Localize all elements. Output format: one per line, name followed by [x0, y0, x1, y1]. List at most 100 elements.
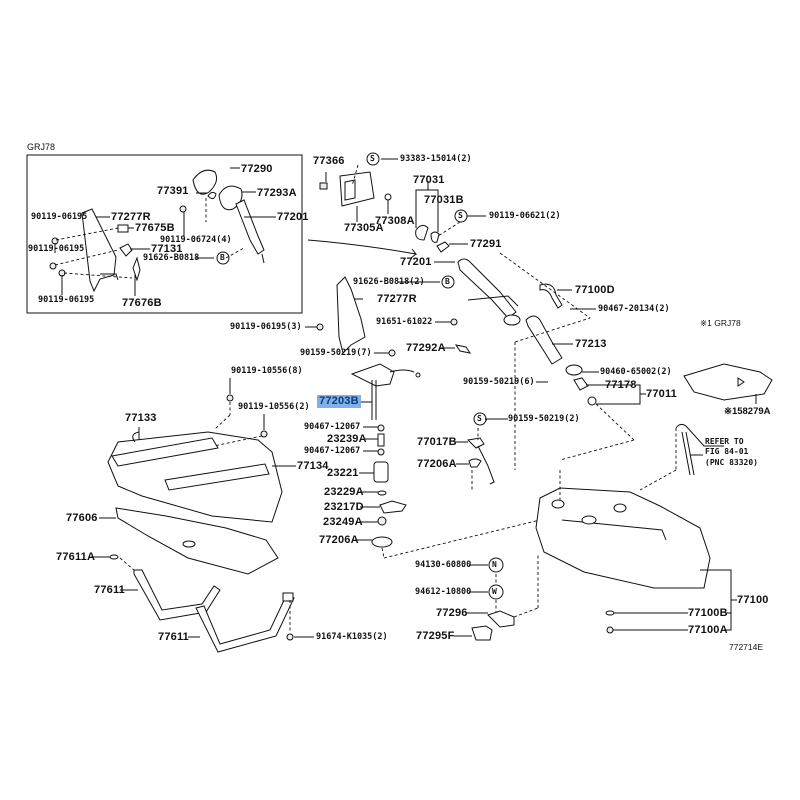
part-label-91651-61022[interactable]: 91651-61022	[376, 317, 433, 327]
part-label-77134[interactable]: 77134	[297, 460, 329, 472]
part-label-91674-K1035[interactable]: 91674-K1035(2)	[316, 632, 388, 642]
part-label-77206A-a[interactable]: 77206A	[417, 458, 457, 470]
part-label-77031B[interactable]: 77031B	[424, 194, 464, 206]
part-label-77201[interactable]: 77201	[400, 256, 432, 268]
part-label-77295F[interactable]: 77295F	[416, 630, 455, 642]
callout-circles	[216, 152, 504, 600]
part-label-77611A[interactable]: 77611A	[56, 551, 96, 563]
inset-to-main-arrow	[307, 239, 418, 259]
part-label-77178[interactable]: 77178	[605, 379, 637, 391]
part-label-77366[interactable]: 77366	[313, 155, 345, 167]
strap-77611-b	[195, 592, 295, 653]
part-label-77606[interactable]: 77606	[66, 512, 98, 524]
right-tank-leaders	[559, 469, 737, 634]
part-label-94612-10800[interactable]: 94612-10800	[415, 587, 472, 597]
part-label-77675B[interactable]: 77675B	[135, 222, 175, 234]
part-label-77011[interactable]: 77011	[646, 388, 677, 400]
part-label-91626-B0818-2[interactable]: 91626-B0818(2)	[353, 277, 425, 287]
callout-s-1: S	[370, 154, 375, 163]
left-tank-leaders	[91, 378, 314, 641]
part-label-77391[interactable]: 77391	[157, 185, 189, 197]
inset-filler-pipe-77201	[235, 199, 265, 264]
part-label-90119-06195-b[interactable]: 90119-06195	[28, 244, 85, 254]
main-leader-lines-upper	[305, 158, 486, 354]
part-label-77277R[interactable]: 77277R	[377, 293, 417, 305]
part-label-90460-65002[interactable]: 90460-65002(2)	[600, 367, 672, 377]
part-label-77277R-inset[interactable]: 77277R	[111, 211, 151, 223]
inset-fuel-cap-77290	[192, 169, 217, 195]
inset-leader-lines	[54, 167, 276, 296]
note-grj78: ※1 GRJ78	[700, 318, 741, 328]
protector-77606	[115, 507, 279, 575]
bracket-77277R	[336, 276, 366, 354]
part-label-77296[interactable]: 77296	[436, 607, 468, 619]
part-label-90467-20134[interactable]: 90467-20134(2)	[598, 304, 670, 314]
part-label-90119-10556-8[interactable]: 90119-10556(8)	[231, 366, 303, 376]
callout-w: W	[492, 587, 497, 596]
part-label-158279A[interactable]: ※158279A	[724, 406, 771, 417]
part-label-93383-15014[interactable]: 93383-15014(2)	[400, 154, 472, 164]
part-label-77611-b[interactable]: 77611	[158, 631, 189, 643]
callout-b-inset: B	[220, 253, 225, 262]
part-label-23249A[interactable]: 23249A	[323, 516, 363, 528]
clamp-77296	[454, 555, 539, 641]
part-label-77305A[interactable]: 77305A	[344, 222, 384, 234]
part-label-77611-a[interactable]: 77611	[94, 584, 125, 596]
pump-components	[371, 424, 407, 548]
part-label-77131[interactable]: 77131	[151, 243, 183, 255]
part-label-90119-06195-c[interactable]: 90119-06195	[38, 295, 95, 305]
grommet-77031	[415, 224, 450, 253]
part-label-77206A-b[interactable]: 77206A	[319, 534, 359, 546]
part-label-23229A[interactable]: 23229A	[324, 486, 364, 498]
part-77308A-shape	[384, 193, 392, 201]
part-label-77213[interactable]: 77213	[575, 338, 607, 350]
part-label-90119-06195-3[interactable]: 90119-06195(3)	[230, 322, 302, 332]
figure-id: 772714E	[729, 642, 764, 652]
part-label-77676B[interactable]: 77676B	[122, 297, 162, 309]
part-label-77201-inset[interactable]: 77201	[277, 211, 309, 223]
valve-77178	[573, 377, 597, 406]
part-label-90159-50219-7[interactable]: 90159-50219(7)	[300, 348, 372, 358]
part-label-23217D[interactable]: 23217D	[324, 501, 364, 513]
part-label-77203B-highlighted[interactable]: 77203B	[317, 395, 361, 408]
part-label-91626-B0818-inset[interactable]: 91626-B0818	[143, 253, 200, 263]
part-label-77308A[interactable]: 77308A	[375, 215, 415, 227]
part-label-90119-06195-a[interactable]: 90119-06195	[31, 212, 88, 222]
part-label-90467-12067-b[interactable]: 90467-12067	[304, 446, 361, 456]
filler-pipe-77201	[457, 258, 519, 319]
part-label-23221[interactable]: 23221	[327, 467, 359, 479]
bolt-90159-50219-7-shape	[388, 349, 396, 357]
part-label-77292A[interactable]: 77292A	[406, 342, 446, 354]
part-label-77017B[interactable]: 77017B	[417, 436, 457, 448]
part-label-77100[interactable]: 77100	[737, 594, 769, 606]
callout-s-3: S	[477, 414, 482, 423]
part-label-90119-06621[interactable]: 90119-06621(2)	[489, 211, 561, 221]
part-label-77291[interactable]: 77291	[470, 238, 502, 250]
part-label-77031[interactable]: 77031	[413, 174, 445, 186]
fuel-lid-77305A	[339, 171, 375, 207]
part-label-90119-10556-2[interactable]: 90119-10556(2)	[238, 402, 310, 412]
insulator-158279A	[683, 363, 773, 404]
part-label-90119-06724[interactable]: 90119-06724(4)	[160, 235, 232, 245]
refer-note-line1: REFER TO	[705, 437, 744, 446]
inset-frame	[26, 154, 303, 314]
part-77366-shape	[319, 182, 328, 190]
part-label-90159-50219-2[interactable]: 90159-50219(2)	[508, 414, 580, 424]
part-label-77290[interactable]: 77290	[241, 163, 273, 175]
inset-model-title: GRJ78	[27, 142, 56, 152]
part-label-77100B[interactable]: 77100B	[688, 607, 728, 619]
part-label-23239A[interactable]: 23239A	[327, 433, 367, 445]
part-label-90159-50219-6[interactable]: 90159-50219(6)	[463, 377, 535, 387]
sender-gauge	[675, 423, 724, 476]
pump-leader-lines	[355, 426, 541, 559]
main-leader-lines-right	[485, 252, 646, 470]
refer-note-line2: FIG 84-01	[705, 447, 749, 456]
part-label-77100A[interactable]: 77100A	[688, 624, 728, 636]
part-label-94130-60800[interactable]: 94130-60800	[415, 560, 472, 570]
hose-77213	[503, 314, 583, 376]
part-label-77133[interactable]: 77133	[125, 412, 157, 424]
part-label-90467-12067-a[interactable]: 90467-12067	[304, 422, 361, 432]
part-label-77100D[interactable]: 77100D	[575, 284, 615, 296]
part-label-77293A[interactable]: 77293A	[257, 187, 297, 199]
